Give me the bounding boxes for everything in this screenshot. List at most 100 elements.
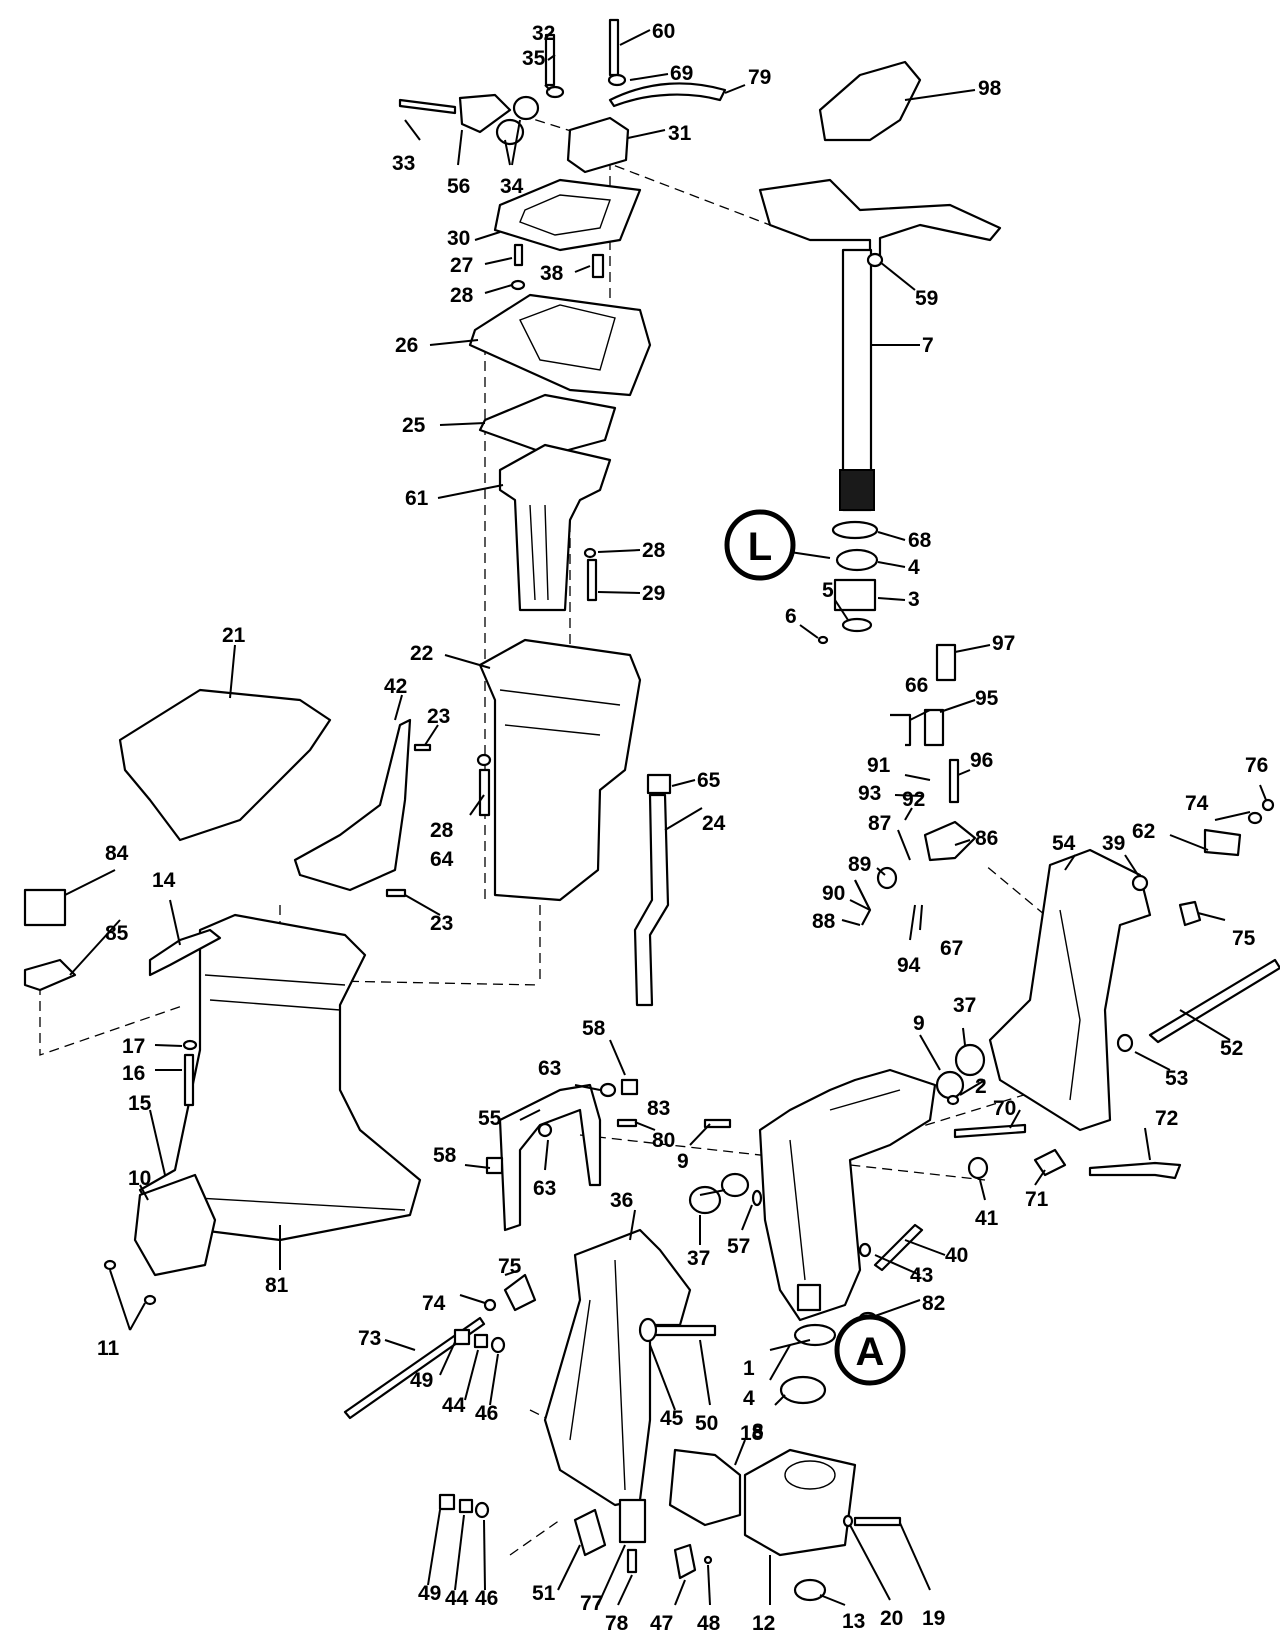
callout-label: 57 [727,1235,750,1258]
callout-label: 61 [405,487,429,510]
grommet-65 [646,773,672,795]
plate-26 [468,293,652,397]
o-ring-5 [841,617,873,633]
washer-28-top [510,279,526,291]
screw-75-low [503,1273,537,1312]
callout-label: 12 [752,1612,775,1631]
callout-label: 71 [1025,1188,1049,1211]
callout-label: 85 [105,922,129,945]
stern-bracket-36 [543,1228,692,1507]
bolt-60 [608,18,620,77]
clip-57 [751,1189,763,1207]
callout-label: 93 [858,782,881,805]
bolt-33 [398,98,457,115]
callout-label: 86 [975,827,998,850]
callout-label: 74 [1185,792,1209,815]
callout-label: 21 [222,624,246,647]
arm-90 [854,879,872,926]
rod-73 [343,1316,486,1420]
screw-83 [616,1118,638,1128]
callout-label: 9 [677,1150,689,1173]
callout-label: 75 [1232,927,1256,950]
washer-28-mid [583,547,597,559]
bushing-3 [833,578,877,612]
callout-label: 97 [992,632,1015,655]
bracket-42 [293,718,412,892]
callout-label: 58 [433,1144,457,1167]
nut-13 [793,1578,827,1602]
callout-label: 59 [915,287,938,310]
callout-label: 95 [975,687,999,710]
washer-17 [182,1039,198,1051]
callout-label: 38 [540,262,564,285]
callout-label: 78 [605,1612,629,1631]
callout-label: 60 [652,20,675,43]
washer-45 [638,1317,658,1343]
pin-48 [703,1555,713,1565]
callout-label: 88 [812,910,836,933]
leader-lines [64,29,1267,1606]
callout-label: 77 [580,1592,603,1615]
callout-label: 91 [867,754,891,777]
clip-66 [890,713,912,747]
callout-label: 63 [538,1057,561,1080]
screw-23a [413,743,432,752]
callout-label: 7 [922,334,934,357]
callout-label: 75 [498,1255,522,1278]
callout-label: 30 [447,227,470,250]
callout-label: 37 [953,994,976,1017]
clip-43 [858,1242,872,1258]
badge-letter-lower: A [856,1330,885,1374]
spring-70 [953,1123,1027,1139]
washer-34a [512,95,540,121]
screw-58b [485,1156,504,1175]
callout-label: 49 [418,1582,441,1605]
callout-label: 98 [978,77,1002,100]
plate-10 [133,1173,217,1277]
rod-52 [1148,958,1280,1044]
screw-78 [626,1548,638,1574]
strap-79 [608,82,727,108]
screw-75-top [1178,900,1202,927]
callout-label: 84 [105,842,129,865]
callout-label: 67 [940,937,963,960]
washer-28-low [476,753,492,767]
pin-96 [948,758,960,804]
callout-label: 6 [785,605,797,628]
callout-label: 28 [430,819,454,842]
callout-label: 73 [358,1327,381,1350]
callout-label: 16 [122,1062,145,1085]
seal-4-bottom [793,1323,837,1347]
nut-49a [453,1328,471,1346]
callout-label: 28 [450,284,474,307]
bracket-62 [1203,828,1242,857]
callout-label: 47 [650,1612,673,1631]
callout-label: 58 [582,1017,606,1040]
gasket-30 [493,178,642,252]
callout-label: 23 [427,705,450,728]
callout-label: 13 [842,1610,865,1631]
callout-label: 81 [265,1274,289,1297]
callout-label: 89 [848,853,871,876]
nut-39 [1131,874,1149,892]
washer-35 [545,85,565,99]
pin-72 [1088,1161,1182,1180]
callout-label: 79 [748,66,771,89]
cover-98 [818,60,922,142]
callout-label: 15 [128,1092,152,1115]
plate-51 [573,1508,607,1557]
callout-label: 90 [822,882,845,905]
washer-74-low [483,1298,497,1312]
trim-14 [148,928,222,977]
screw-23b [385,888,407,898]
callout-label: 11 [97,1337,120,1360]
drive-shaft-housing-15 [138,913,422,1242]
callout-label: 72 [1155,1107,1178,1130]
callout-label: 63 [533,1177,556,1200]
screw-29 [586,558,598,602]
clip-47 [673,1543,697,1580]
block-77 [618,1498,647,1544]
callout-label: 83 [647,1097,670,1120]
bolt-19 [853,1516,902,1527]
badge-L [724,509,796,581]
